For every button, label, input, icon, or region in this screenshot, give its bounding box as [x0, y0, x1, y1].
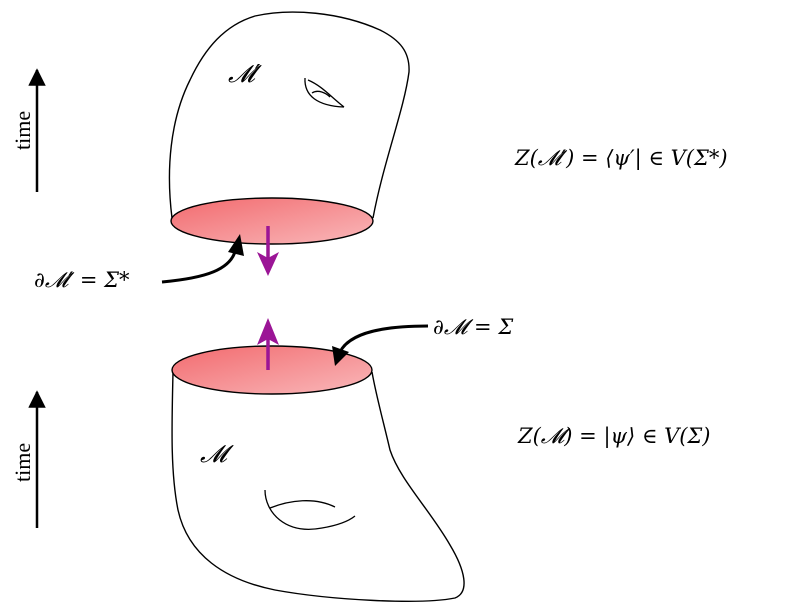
upper-manifold-label: 𝓜′ — [228, 60, 262, 88]
upper-manifold-outline — [169, 12, 409, 218]
lower-time-axis: time — [10, 392, 37, 528]
upper-time-label: time — [10, 111, 35, 150]
lower-time-label: time — [10, 443, 35, 482]
upper-time-axis: time — [10, 70, 37, 192]
lower-boundary-label: ∂𝓜 = Σ — [433, 315, 513, 339]
upper-boundary-label: ∂𝓜′ = Σ* — [34, 268, 130, 292]
lower-partition-function: Z(𝓜) = |ψ⟩ ∈ V(Σ) — [517, 424, 710, 449]
upper-handle — [305, 78, 344, 107]
upper-manifold: 𝓜′ — [169, 12, 409, 244]
upper-boundary-disk — [171, 198, 373, 244]
lower-manifold-label: 𝓜 — [200, 440, 234, 468]
lower-manifold-outline — [172, 372, 464, 601]
lower-manifold: 𝓜 — [172, 346, 464, 601]
upper-partition-function: Z(𝓜′) = ⟨ψ′| ∈ V(Σ*) — [514, 146, 728, 171]
lower-handle — [265, 490, 355, 529]
